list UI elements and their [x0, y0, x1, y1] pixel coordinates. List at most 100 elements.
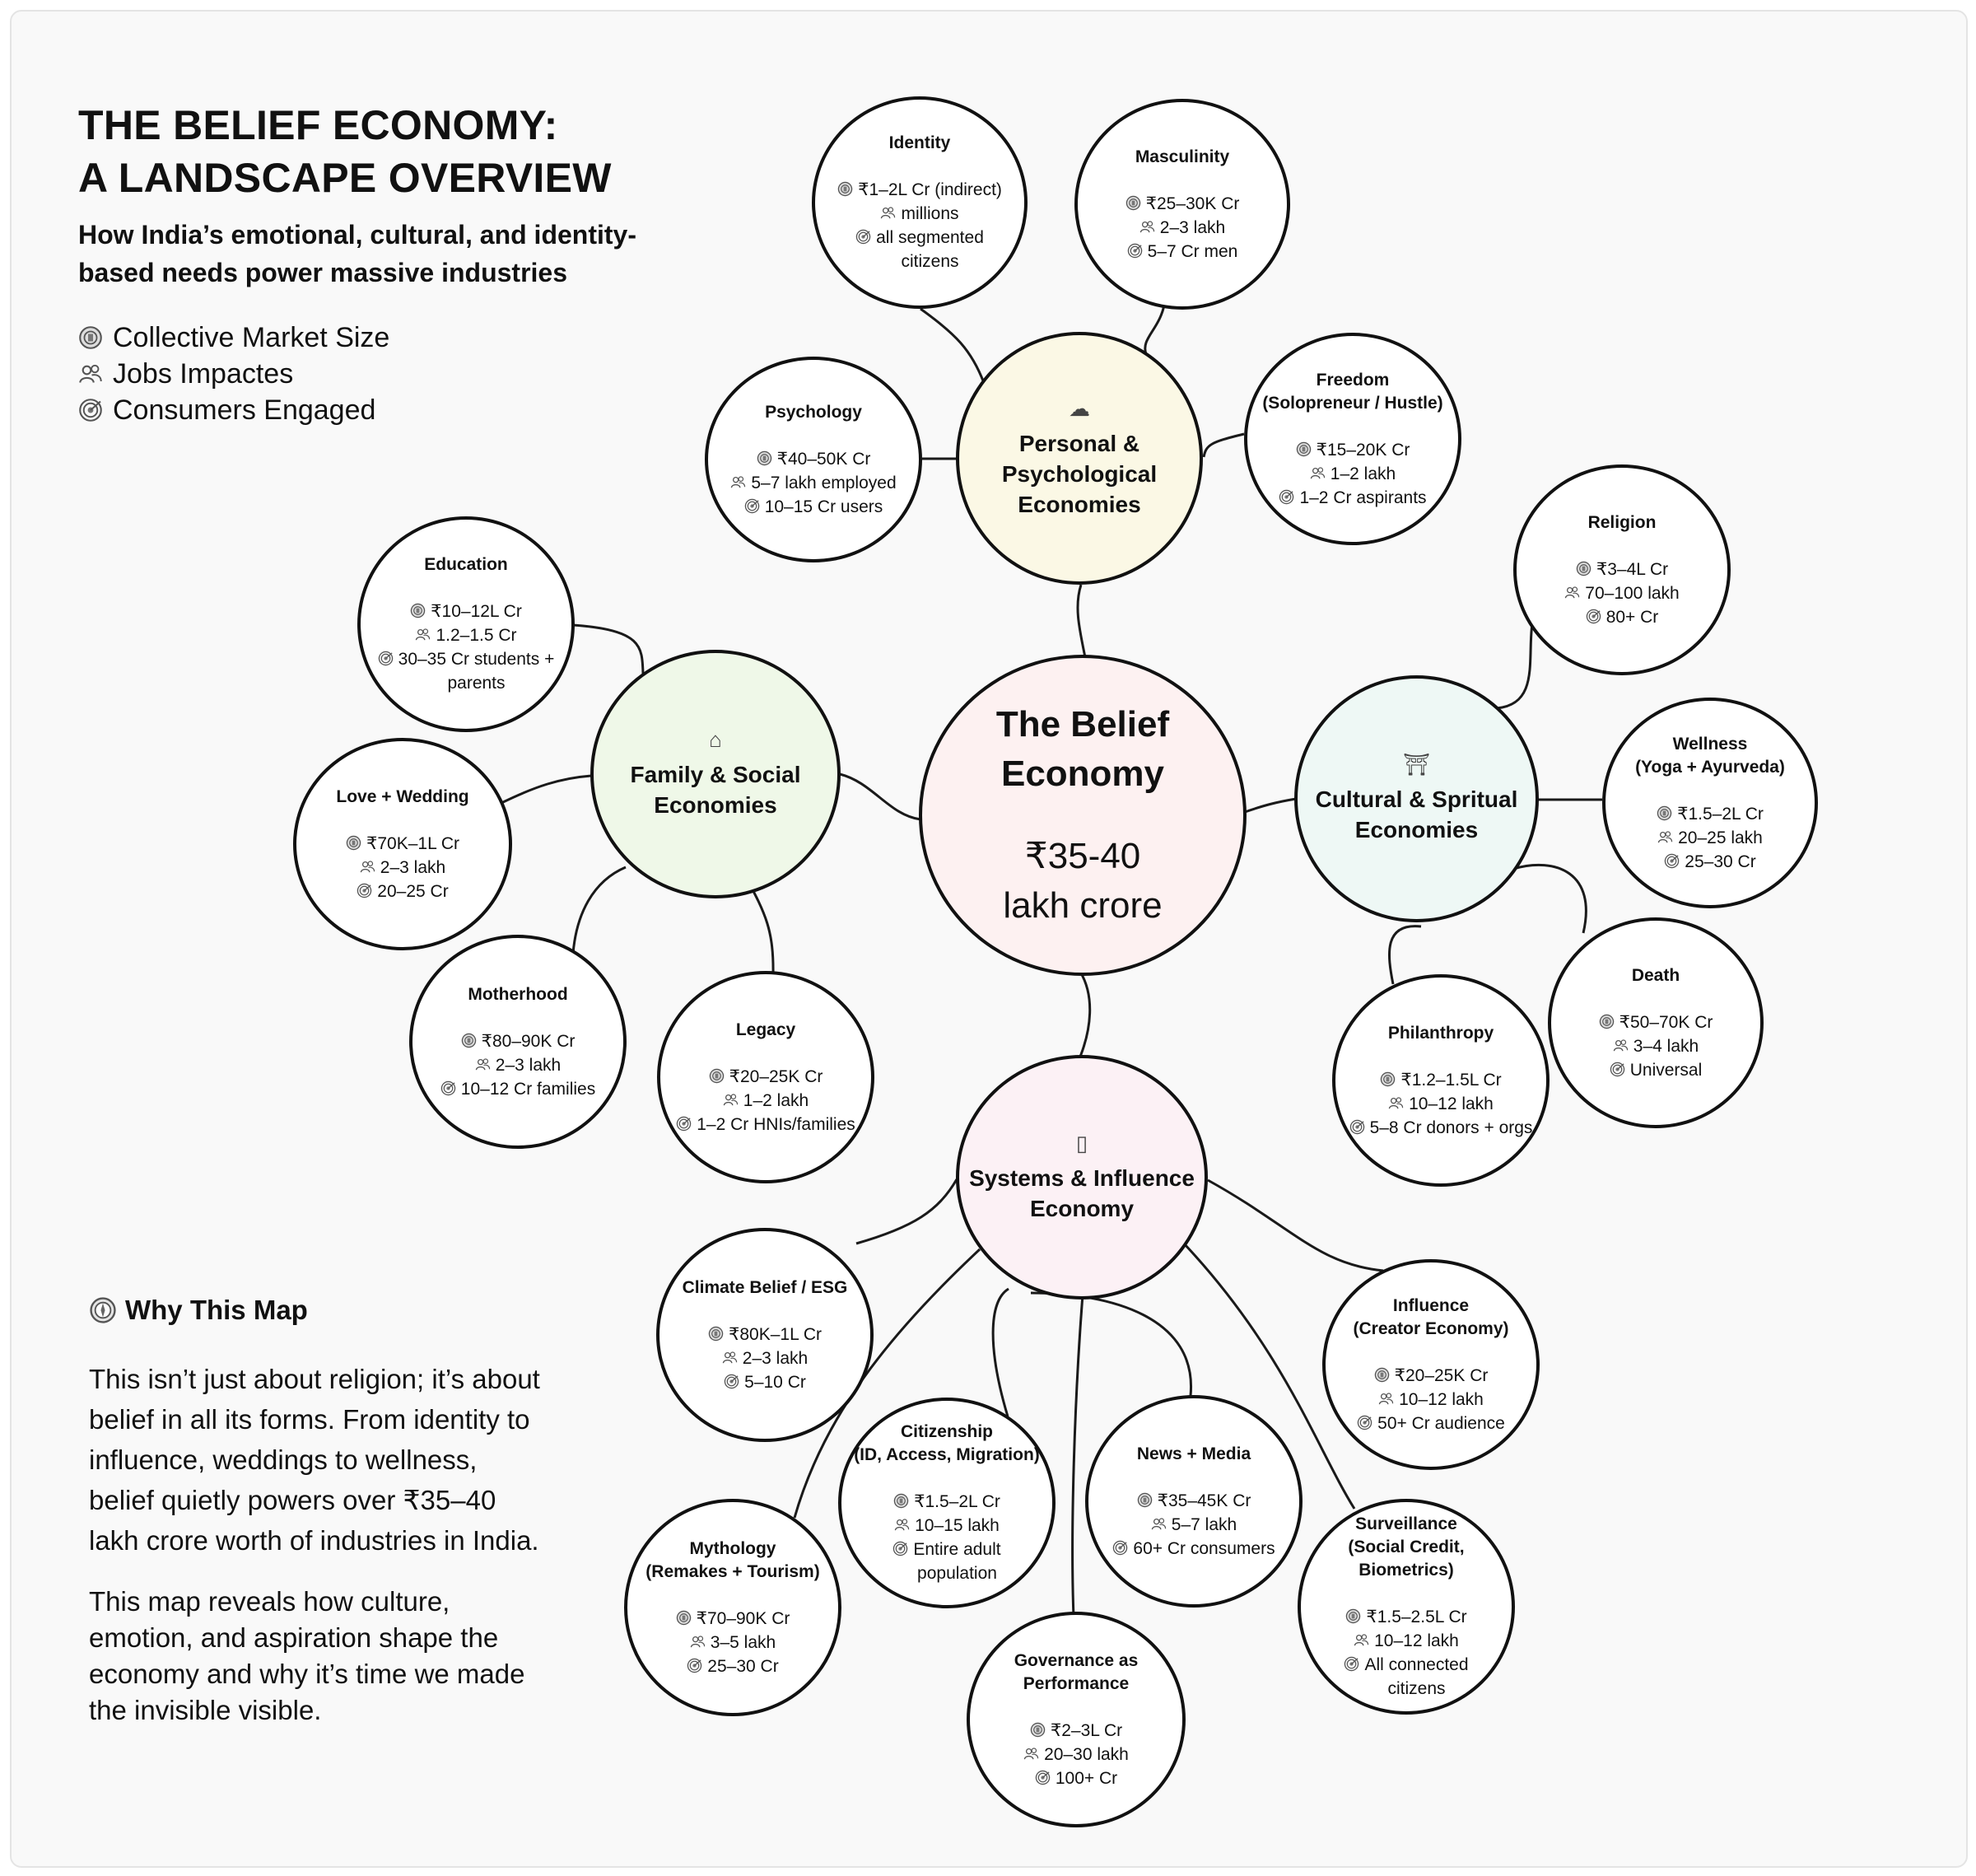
node-stat-line: 10–12 lakh [1409, 1094, 1494, 1113]
node-stat-market: ₹2–3L Cr [1030, 1719, 1122, 1743]
page-title-line-2: A LANDSCAPE OVERVIEW [78, 155, 612, 201]
coin-icon [1346, 1608, 1361, 1624]
node-stat-consumers: 5–7 Cr men [1127, 240, 1238, 264]
link-freedom [1202, 432, 1245, 458]
node-title-line: Climate Belief / ESG [682, 1277, 848, 1297]
node-stat-jobs: 1–2 lakh [1310, 462, 1396, 486]
node-stat-line: 1–2 Cr HNIs/families [697, 1114, 855, 1134]
people-icon [1565, 586, 1580, 598]
target-icon [1035, 1770, 1051, 1785]
page-header: THE BELIEF ECONOMY: A LANDSCAPE OVERVIEW… [78, 99, 704, 292]
node-stat-consumers: 5–8 Cr donors + orgs [1349, 1116, 1533, 1140]
link-citizenship [991, 1287, 1009, 1417]
node-stat-line: population [917, 1564, 997, 1583]
node-stat-line: 2–3 lakh [495, 1055, 562, 1075]
node-stat-line: ₹1–2L Cr (indirect) [858, 180, 1002, 199]
node-stat-line: ₹1.5–2L Cr [1677, 804, 1764, 824]
people-icon [722, 1351, 737, 1363]
node-title: Wellness(Yoga + Ayurveda) [1635, 733, 1785, 779]
node-stat-line: All connected [1364, 1655, 1469, 1674]
node-title: Masculinity [1135, 146, 1229, 169]
target-icon [357, 883, 372, 898]
node-stat-jobs: millions [880, 202, 959, 226]
page-subtitle-line-2: based needs power massive industries [78, 258, 568, 287]
node-title: Education [424, 553, 508, 576]
node-stat-line: 10–12 lakh [1399, 1389, 1484, 1409]
node-stat-consumers: 25–30 Cr [1664, 850, 1756, 874]
link-climate [855, 1178, 958, 1245]
why-paragraph-1: This isn’t just about religion; it’s abo… [89, 1359, 583, 1561]
node-stat-consumers: 25–30 Cr [687, 1654, 779, 1678]
people-icon [894, 1519, 910, 1531]
why-this-map: Why This Map This isn’t just about relig… [89, 1295, 583, 1752]
node-title-line: (Solopreneur / Hustle) [1262, 393, 1443, 413]
node-stat-line: 5–7 Cr men [1147, 241, 1238, 261]
node-title-line: Philanthropy [1387, 1023, 1494, 1043]
people-icon [1139, 220, 1154, 232]
node-stat-consumers: 80+ Cr [1586, 605, 1658, 629]
page-subtitle-line-1: How India’s emotional, cultural, and ide… [78, 220, 636, 250]
node-stat-jobs: 5–7 lakh [1151, 1513, 1237, 1537]
node-stat-line: ₹1.5–2L Cr [914, 1492, 1000, 1511]
target-icon [1665, 853, 1680, 868]
node-stat-line: 10–15 Cr users [764, 497, 883, 516]
node-stat-jobs: 20–25 lakh [1657, 826, 1763, 850]
node-stat-jobs: 70–100 lakh [1564, 581, 1680, 605]
link-center-personal [1076, 584, 1087, 658]
node-title: Religion [1588, 511, 1657, 534]
center-title-2: Economy [1000, 754, 1165, 794]
node-stat-jobs: 1.2–1.5 Cr [415, 623, 517, 647]
node-title: Surveillance(Social Credit,Biometrics) [1348, 1513, 1464, 1582]
coin-icon [410, 603, 426, 618]
node-stat-market: ₹70K–1L Cr [346, 832, 459, 856]
node-title: Citizenship(ID, Access, Migration) [854, 1421, 1040, 1467]
compass-icon [90, 1297, 116, 1323]
node-stat-line: 1–2 Cr aspirants [1299, 488, 1427, 507]
node-title-line: Governance as [1014, 1650, 1139, 1670]
node-title-line: Influence [1392, 1295, 1470, 1315]
center-node: The Belief Economy ₹35-40 lakh crore [919, 655, 1247, 976]
node-stat-market: ₹35–45K Cr [1137, 1489, 1251, 1513]
node-stat-line: ₹80–90K Cr [481, 1031, 576, 1051]
legend-label-consumers: Consumers Engaged [113, 394, 376, 426]
node-stat-consumers: 60+ Cr consumers [1112, 1537, 1275, 1561]
node-stat-line: 1–2 lakh [1330, 464, 1396, 483]
node-stat-consumers: 10–12 Cr families [440, 1077, 595, 1101]
node-title-line: Citizenship [900, 1422, 993, 1441]
node-stat-market: ₹1.5–2.5L Cr [1345, 1605, 1467, 1629]
node-title: News + Media [1137, 1443, 1251, 1466]
node-stat-line: 25–30 Cr [1685, 852, 1756, 871]
node-stat-line: ₹15–20K Cr [1316, 440, 1410, 460]
node-stat-jobs: 2–3 lakh [722, 1346, 808, 1370]
node-stat-line: 5–8 Cr donors + orgs [1369, 1118, 1533, 1137]
node-title-line: Surveillance [1355, 1514, 1457, 1533]
node-stat-line: 50+ Cr audience [1377, 1413, 1505, 1433]
node-stat-market: ₹1–2L Cr (indirect) [837, 178, 1002, 202]
center-title-1: The Belief [995, 704, 1170, 744]
node-stat-market: ₹80–90K Cr [461, 1029, 576, 1053]
node-stat-line: ₹25–30K Cr [1145, 194, 1240, 213]
node-title: Love + Wedding [336, 786, 468, 809]
node-stat-line: all segmented [876, 228, 984, 247]
node-citizenship: Citizenship(ID, Access, Migration) ₹1.5–2… [838, 1398, 1056, 1608]
node-stat-jobs: 10–12 lakh [1388, 1092, 1494, 1116]
node-stat-line: millions [901, 204, 959, 223]
target-icon [1349, 1119, 1364, 1134]
coin-icon [1381, 1071, 1396, 1086]
node-stat-line: 60+ Cr consumers [1133, 1538, 1275, 1558]
node-stat-market: ₹15–20K Cr [1296, 438, 1410, 462]
node-stat-consumers: Universal [1610, 1058, 1702, 1082]
target-icon [855, 229, 871, 245]
node-title-line: Education [424, 555, 508, 574]
node-stat-jobs: 10–12 lakh [1354, 1629, 1459, 1653]
people-icon [1378, 1392, 1394, 1404]
node-stat-line: ₹3–4L Cr [1596, 559, 1669, 579]
link-philanthropy [1387, 925, 1422, 985]
node-stat-line: ₹20–25K Cr [1394, 1365, 1489, 1385]
target-icon [79, 399, 102, 422]
